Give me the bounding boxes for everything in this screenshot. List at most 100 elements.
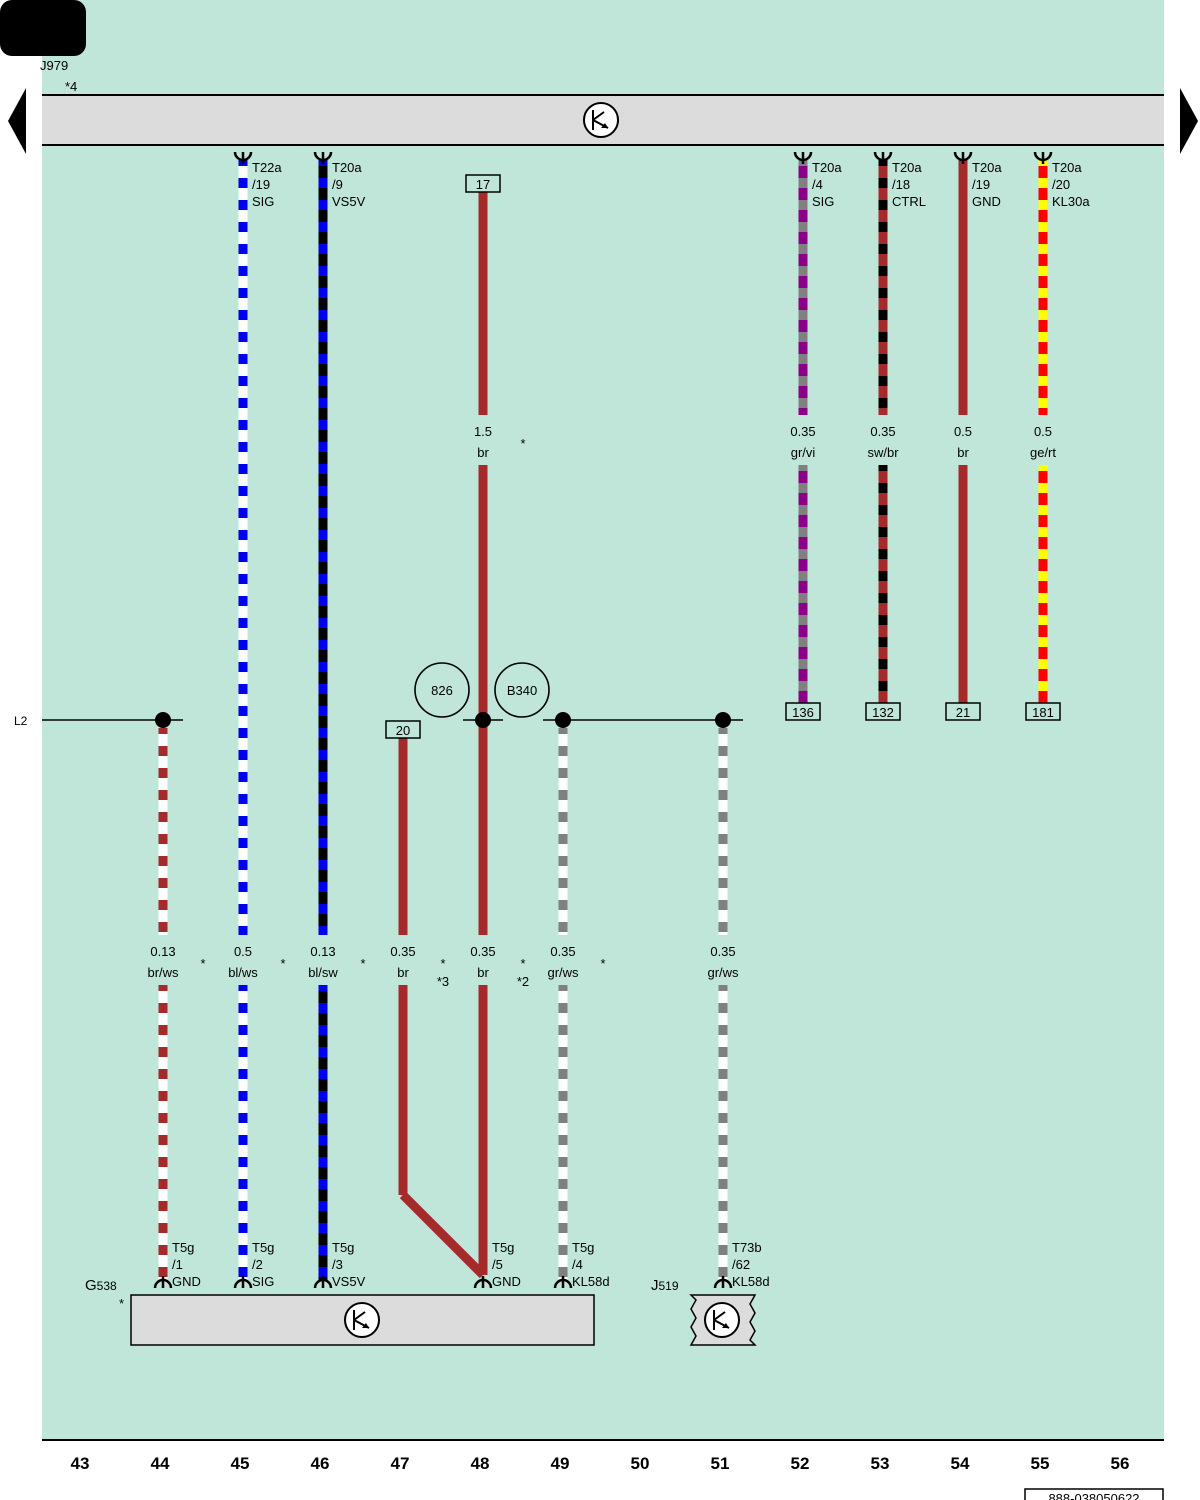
wire-color-label: gr/vi (791, 445, 816, 460)
ref-box-136[interactable]: 136 (785, 702, 821, 721)
bottom-pin-label: KL58d (732, 1274, 770, 1289)
connector-pin-icon (553, 1276, 573, 1289)
wire-br[interactable] (399, 1191, 487, 1279)
top-pin-label: T20a (812, 160, 842, 175)
nav-right-arrow-icon[interactable] (1180, 88, 1198, 154)
top-pin-label: /9 (332, 177, 343, 192)
splice-b340[interactable]: B340 (494, 662, 550, 718)
wire-br[interactable] (398, 738, 408, 935)
wire-size-label: 0.35 (710, 944, 735, 959)
ref-box-21[interactable]: 21 (945, 702, 981, 721)
bottom-pin-label: /1 (172, 1257, 183, 1272)
ref-box-17[interactable]: 17 (465, 174, 501, 193)
wire-ge-rt[interactable] (1038, 160, 1048, 415)
wire-gr-vi[interactable] (798, 160, 808, 415)
wire-br[interactable] (958, 160, 968, 415)
wire-bl-ws[interactable] (238, 985, 248, 1280)
wire-size-label: 0.35 (390, 944, 415, 959)
connector-pin-icon (873, 151, 893, 164)
column-number: 51 (711, 1454, 730, 1473)
top-pin-label: CTRL (892, 194, 926, 209)
column-number: 43 (71, 1454, 90, 1473)
connector-pin-icon (153, 1276, 173, 1289)
wire-br-ws[interactable] (158, 728, 168, 935)
bottom-pin-label: T5g (572, 1240, 594, 1255)
bottom-pin-label: /4 (572, 1257, 583, 1272)
wire-sw-br[interactable] (878, 465, 888, 703)
wire-note-label: * (520, 956, 525, 971)
wire-color-label: gr/ws (547, 965, 579, 980)
wire-note-label: * (200, 956, 205, 971)
top-pin-label: /20 (1052, 177, 1070, 192)
column-number: 45 (231, 1454, 250, 1473)
wire-br[interactable] (478, 465, 488, 935)
bottom-pin-label: T5g (492, 1240, 514, 1255)
nav-left-arrow-icon[interactable] (8, 88, 26, 154)
column-number: 56 (1111, 1454, 1130, 1473)
module-j979-note: *4 (65, 79, 77, 94)
module-g538-icon (344, 1302, 380, 1338)
wire-size-label: 0.35 (470, 944, 495, 959)
connector-pin-icon (473, 1276, 493, 1289)
wire-gr-ws[interactable] (558, 985, 568, 1280)
module-g538-label: G538 (85, 1277, 117, 1294)
wire-note-label: * (280, 956, 285, 971)
wire-gr-ws[interactable] (558, 728, 568, 935)
wire-bl-ws[interactable] (238, 160, 248, 935)
bottom-pin-label: GND (492, 1274, 521, 1289)
wire-note2-label: *2 (517, 974, 529, 989)
wire-br[interactable] (398, 985, 408, 1195)
column-number: 55 (1031, 1454, 1050, 1473)
ref-box-136-label: 136 (792, 705, 814, 720)
page-tab (0, 0, 86, 56)
bottom-pin-label: /2 (252, 1257, 263, 1272)
wires-layer (158, 160, 1048, 1280)
wire-size-label: 1.5 (474, 424, 492, 439)
wire-bl-sw[interactable] (318, 160, 328, 935)
bottom-pin-label: /62 (732, 1257, 750, 1272)
top-pin-label: T20a (972, 160, 1002, 175)
ref-box-20-label: 20 (396, 723, 410, 738)
ref-box-132-label: 132 (872, 705, 894, 720)
wire-sw-br[interactable] (878, 160, 888, 415)
column-number: 53 (871, 1454, 890, 1473)
connector-pin-icon (313, 1276, 333, 1289)
bus-l2-label: L2 (14, 714, 28, 728)
bottom-pin-label: /5 (492, 1257, 503, 1272)
splice-826[interactable]: 826 (414, 662, 470, 718)
ref-box-132[interactable]: 132 (865, 702, 901, 721)
bottom-pin-label: T5g (172, 1240, 194, 1255)
wire-gr-vi[interactable] (798, 465, 808, 703)
wire-gr-ws[interactable] (718, 728, 728, 935)
wire-gr-ws[interactable] (718, 985, 728, 1280)
wire-size-label: 0.13 (310, 944, 335, 959)
top-pin-label: T22a (252, 160, 282, 175)
bottom-pin-label: KL58d (572, 1274, 610, 1289)
bottom-pin-label: T5g (252, 1240, 274, 1255)
module-j979-label: J979 (40, 58, 68, 73)
ref-box-20[interactable]: 20 (385, 720, 421, 739)
connector-pin-icon (793, 151, 813, 164)
top-pin-label: SIG (252, 194, 274, 209)
wire-br[interactable] (958, 465, 968, 703)
junction-dot (715, 712, 731, 728)
ref-box-181[interactable]: 181 (1025, 702, 1061, 721)
wire-bl-sw[interactable] (318, 985, 328, 1280)
top-pin-label: GND (972, 194, 1001, 209)
ref-box-17-label: 17 (476, 177, 490, 192)
wire-color-label: br (397, 965, 409, 980)
column-number: 47 (391, 1454, 410, 1473)
wire-size-label: 0.5 (234, 944, 252, 959)
wire-br[interactable] (478, 192, 488, 415)
connector-pin-icon (1033, 151, 1053, 164)
module-j519-label: J519 (651, 1277, 679, 1294)
wire-color-label: br/ws (147, 965, 179, 980)
wire-ge-rt[interactable] (1038, 465, 1048, 703)
splice-826-label: 826 (431, 683, 453, 698)
column-number: 50 (631, 1454, 650, 1473)
wire-br[interactable] (478, 985, 488, 1275)
connector-pin-icon (233, 151, 253, 164)
wire-size-label: 0.5 (954, 424, 972, 439)
wire-br-ws[interactable] (158, 985, 168, 1280)
